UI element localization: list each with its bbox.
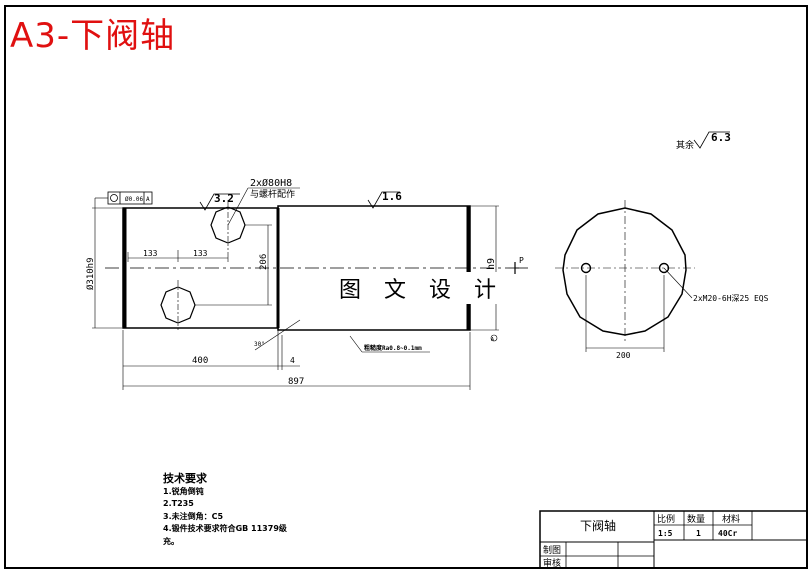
tech-req-line: 2.T235 bbox=[163, 499, 194, 508]
hole-callout: 2xØ80H8 bbox=[250, 177, 292, 189]
tech-req-line: 4.锻件技术要求符合GB 11379级 bbox=[163, 524, 287, 533]
side-view bbox=[555, 131, 730, 352]
dim-133-b: 133 bbox=[193, 249, 208, 258]
roughness-general-value: 6.3 bbox=[711, 131, 731, 144]
thread-callout: 2xM20-6H深25 EQS bbox=[693, 294, 769, 303]
thread-hole-left bbox=[580, 262, 592, 274]
sheet-border bbox=[4, 5, 808, 569]
title-block-qty: 1 bbox=[696, 529, 701, 538]
dim-400: 400 bbox=[192, 356, 208, 366]
title-block-qty-header: 数量 bbox=[687, 513, 705, 525]
title-block-part-name: 下阀轴 bbox=[580, 518, 616, 533]
roughness-right-label: 1.6 bbox=[382, 190, 402, 203]
title-block-checked: 审核 bbox=[543, 557, 561, 569]
dim-4: 4 bbox=[290, 356, 295, 365]
dia-right-label: h9 bbox=[486, 258, 497, 270]
title-block bbox=[539, 510, 808, 569]
chamfer-label: 30° bbox=[254, 341, 265, 348]
title-block-scale: 1:5 bbox=[658, 529, 673, 538]
datum-label: A bbox=[491, 337, 494, 343]
roughness-left-label: 3.2 bbox=[214, 192, 234, 205]
tech-req-line: 3.未注倒角：C5 bbox=[163, 511, 224, 521]
technical-requirements: 技术要求 1.锐角倒钝 2.T235 3.未注倒角：C5 4.锻件技术要求符合G… bbox=[163, 472, 287, 548]
watermark: 图 文 设 计 bbox=[335, 272, 508, 304]
roughness-general-label: 其余 bbox=[676, 139, 694, 151]
dim-200: 200 bbox=[616, 351, 631, 360]
title-block-material: 40Cr bbox=[718, 529, 737, 538]
tol-frame-ref: A bbox=[146, 196, 150, 203]
hole-lower bbox=[160, 286, 196, 324]
thread-hole-right bbox=[658, 262, 670, 274]
title-block-scale-header: 比例 bbox=[657, 513, 675, 525]
tol-frame-value: Ø0.06 bbox=[125, 196, 143, 203]
roughness-symbol-left bbox=[199, 193, 240, 211]
dim-206: 206 bbox=[259, 254, 269, 270]
dia-left-label: Ø310h9 bbox=[85, 257, 96, 290]
hole-upper bbox=[210, 206, 246, 244]
title-block-drawn: 制图 bbox=[543, 544, 561, 556]
tech-req-heading: 技术要求 bbox=[163, 472, 207, 485]
front-view bbox=[92, 187, 528, 390]
drawing-title: A3-下阀轴 bbox=[10, 16, 176, 56]
dim-133-a: 133 bbox=[143, 249, 158, 258]
hole-note: 与螺杆配作 bbox=[250, 188, 295, 200]
roughness-symbol-general bbox=[693, 131, 730, 149]
title-block-material-header: 材料 bbox=[722, 513, 740, 525]
surface-note: 粗糙度Ra0.8~0.1mm bbox=[364, 344, 422, 352]
roughness-symbol-right bbox=[367, 191, 400, 209]
tech-req-line: 充。 bbox=[163, 536, 179, 546]
dim-897: 897 bbox=[288, 377, 304, 387]
tech-req-line: 1.锐角倒钝 bbox=[163, 486, 204, 496]
section-mark: P bbox=[519, 256, 524, 265]
